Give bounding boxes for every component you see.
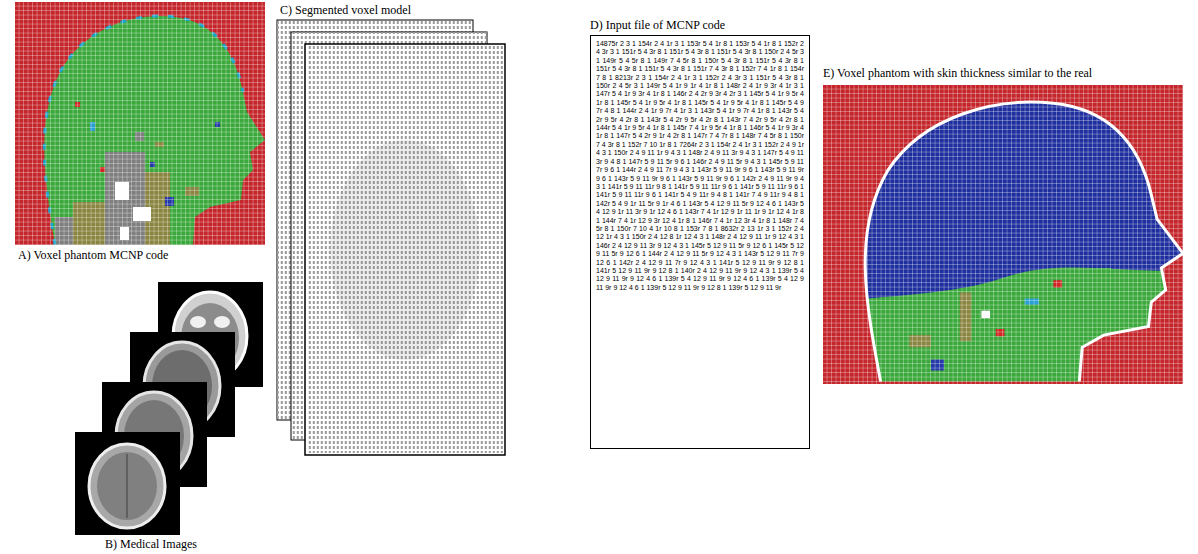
illustration-part	[190, 316, 206, 328]
voxel-phantom-a	[15, 2, 265, 247]
illustration-part	[823, 85, 1183, 384]
mri-stack	[75, 282, 263, 535]
panel-caption: E) Voxel phantom with skin thickness sim…	[823, 66, 1092, 81]
panel-caption: C) Segmented voxel model	[280, 3, 411, 18]
illustration-part	[307, 46, 503, 453]
illustration-part	[15, 2, 265, 245]
code-listing-box: D) Input file of MCNP code 14875r 2 3 1 1…	[590, 18, 810, 449]
illustration-part	[75, 432, 180, 535]
panel-caption: A) Voxel phantom MCNP code	[18, 248, 168, 263]
illustration-part	[305, 44, 505, 455]
panel-caption: D) Input file of MCNP code	[590, 18, 810, 33]
illustration-part	[97, 452, 157, 520]
illustration-part	[126, 454, 128, 518]
illustration-part	[330, 140, 480, 360]
segmented-sheets	[277, 20, 505, 455]
panel-caption: B) Medical Images	[105, 537, 197, 552]
illustration-part	[89, 444, 165, 528]
illustration-part	[75, 432, 180, 535]
code-text: 14875r 2 3 1 154r 2 4 1r 3 1 153r 5 4 1r…	[590, 35, 810, 449]
voxel-phantom-e	[823, 85, 1197, 384]
illustration-part	[214, 316, 230, 328]
illustration-part	[823, 85, 1183, 384]
illustration-part	[15, 2, 265, 245]
